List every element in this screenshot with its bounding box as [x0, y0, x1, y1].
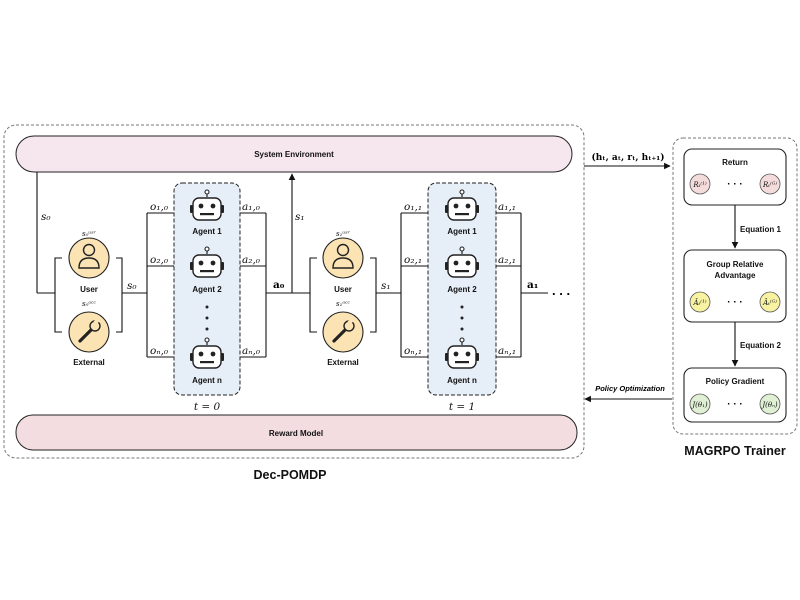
- obs-0-n: oₙ,₀: [150, 345, 169, 357]
- reward-model-label: Reward Model: [269, 429, 323, 438]
- agent-0-2-label: Agent 2: [192, 285, 222, 294]
- equation2-label: Equation 2: [740, 341, 781, 350]
- user-0-state: s₀ᵘˢʳ: [82, 230, 97, 238]
- robot-icon: [190, 337, 224, 369]
- next-state-label: s₁: [295, 211, 305, 223]
- external-1: s₁ᵃᶜᶜ External: [322, 300, 364, 367]
- agent-0-n-label: Agent n: [192, 376, 222, 385]
- act-0-1: a₁,₀: [242, 201, 261, 213]
- external1-out-line: [370, 293, 377, 333]
- advantage-label-2: Advantage: [715, 271, 756, 280]
- agent-0-2: Agent 2: [190, 246, 224, 294]
- obs-0-2: o₂,₀: [150, 254, 169, 266]
- robot-icon: [445, 337, 479, 369]
- agent-1-1: Agent 1: [445, 189, 479, 236]
- agent-panel-1: [427, 182, 497, 396]
- act-1-1: a₁,₁: [498, 201, 516, 213]
- gradient-label: Policy Gradient: [706, 377, 765, 386]
- gradient-dots: · · ·: [727, 399, 743, 410]
- obs-1-n: oₙ,₁: [404, 345, 422, 357]
- equation1-label: Equation 1: [740, 225, 781, 234]
- robot-icon: [445, 246, 479, 278]
- vertical-dots-0: [205, 305, 209, 331]
- external0-out-line: [116, 293, 123, 333]
- agent-1-1-label: Agent 1: [447, 227, 477, 236]
- external-0-label: External: [73, 358, 105, 367]
- obs-0-1: o₁,₀: [150, 201, 169, 213]
- agent-1-2: Agent 2: [445, 246, 479, 294]
- user-1: s₁ᵘˢʳ User: [322, 230, 364, 294]
- advantage-dots: · · ·: [727, 297, 743, 308]
- act-1-n: aₙ,₁: [498, 345, 516, 357]
- user-0: s₀ᵘˢʳ User: [68, 230, 110, 294]
- robot-icon: [190, 189, 224, 221]
- return-label: Return: [722, 158, 748, 167]
- return-first: Rₜ⁽¹⁾: [692, 180, 707, 189]
- return-dots: · · ·: [727, 179, 743, 190]
- agent-1-2-label: Agent 2: [447, 285, 477, 294]
- external-0-state: s₀ᵃᶜᶜ: [82, 300, 96, 308]
- external1-in-line: [292, 292, 317, 333]
- obs-1-1: o₁,₁: [404, 201, 422, 213]
- gradient-first: J(θ₁): [690, 401, 708, 409]
- act-0-2: a₂,₀: [242, 254, 261, 266]
- robot-icon: [445, 189, 479, 221]
- external-1-state: s₁ᵃᶜᶜ: [336, 300, 350, 308]
- policy-optimization-label: Policy Optimization: [595, 384, 665, 393]
- trainer-title: MAGRPO Trainer: [684, 444, 786, 458]
- external-0: s₀ᵃᶜᶜ External: [68, 300, 110, 367]
- agent-panel-0: [173, 182, 241, 396]
- reward-model: Reward Model: [15, 414, 578, 451]
- continuation-ellipsis: . . .: [552, 283, 570, 298]
- vertical-dots-1: [460, 305, 464, 331]
- external-1-label: External: [327, 358, 359, 367]
- advantage-box: Group Relative Advantage Âₜ⁽¹⁾ · · · Âₜ⁽…: [683, 249, 787, 323]
- system-environment-label: System Environment: [254, 150, 334, 159]
- user1-in-line: [292, 257, 317, 294]
- user-1-label: User: [334, 285, 352, 294]
- act-0-n: aₙ,₀: [242, 345, 261, 357]
- external0-in-line: [37, 292, 62, 333]
- decpomdp-frame: [3, 124, 585, 459]
- advantage-label-1: Group Relative: [707, 260, 764, 269]
- advantage-first: Âₜ⁽¹⁾: [692, 298, 706, 307]
- state-1-label: s₁: [381, 280, 391, 292]
- agent-0-1-label: Agent 1: [192, 227, 222, 236]
- gradient-last: J(θₙ): [760, 401, 778, 409]
- return-box: Return Rₜ⁽¹⁾ · · · Rₜ⁽ᴳ⁾: [683, 148, 787, 206]
- gradient-box: Policy Gradient J(θ₁) · · · J(θₙ): [683, 367, 787, 423]
- state-0-label: s₀: [127, 280, 137, 292]
- trainer-frame: [672, 137, 798, 435]
- agent-1-n-label: Agent n: [447, 376, 477, 385]
- user0-out-line: [116, 257, 123, 293]
- user0-in-line: [37, 257, 62, 294]
- act-1-2: a₂,₁: [498, 254, 516, 266]
- joint-action-0: a₀: [273, 279, 285, 291]
- user1-out-line: [370, 257, 377, 293]
- time-0-label: t = 0: [194, 401, 221, 413]
- agent-0-n: Agent n: [190, 337, 224, 385]
- robot-icon: [190, 246, 224, 278]
- trajectory-label: (hₜ, aₜ, rₜ, hₜ₊₁): [591, 152, 664, 163]
- return-last: Rₜ⁽ᴳ⁾: [762, 180, 777, 189]
- advantage-last: Âₜ⁽ᴳ⁾: [762, 298, 777, 307]
- time-1-label: t = 1: [449, 401, 475, 413]
- user-0-label: User: [80, 285, 98, 294]
- agent-0-1: Agent 1: [190, 189, 224, 236]
- decpomdp-title: Dec-POMDP: [254, 468, 327, 482]
- joint-action-1: a₁: [527, 279, 538, 291]
- initial-state-label: s₀: [41, 211, 51, 223]
- system-environment: System Environment: [15, 135, 573, 173]
- obs-1-2: o₂,₁: [404, 254, 422, 266]
- agent-1-n: Agent n: [445, 337, 479, 385]
- user-1-state: s₁ᵘˢʳ: [336, 230, 351, 238]
